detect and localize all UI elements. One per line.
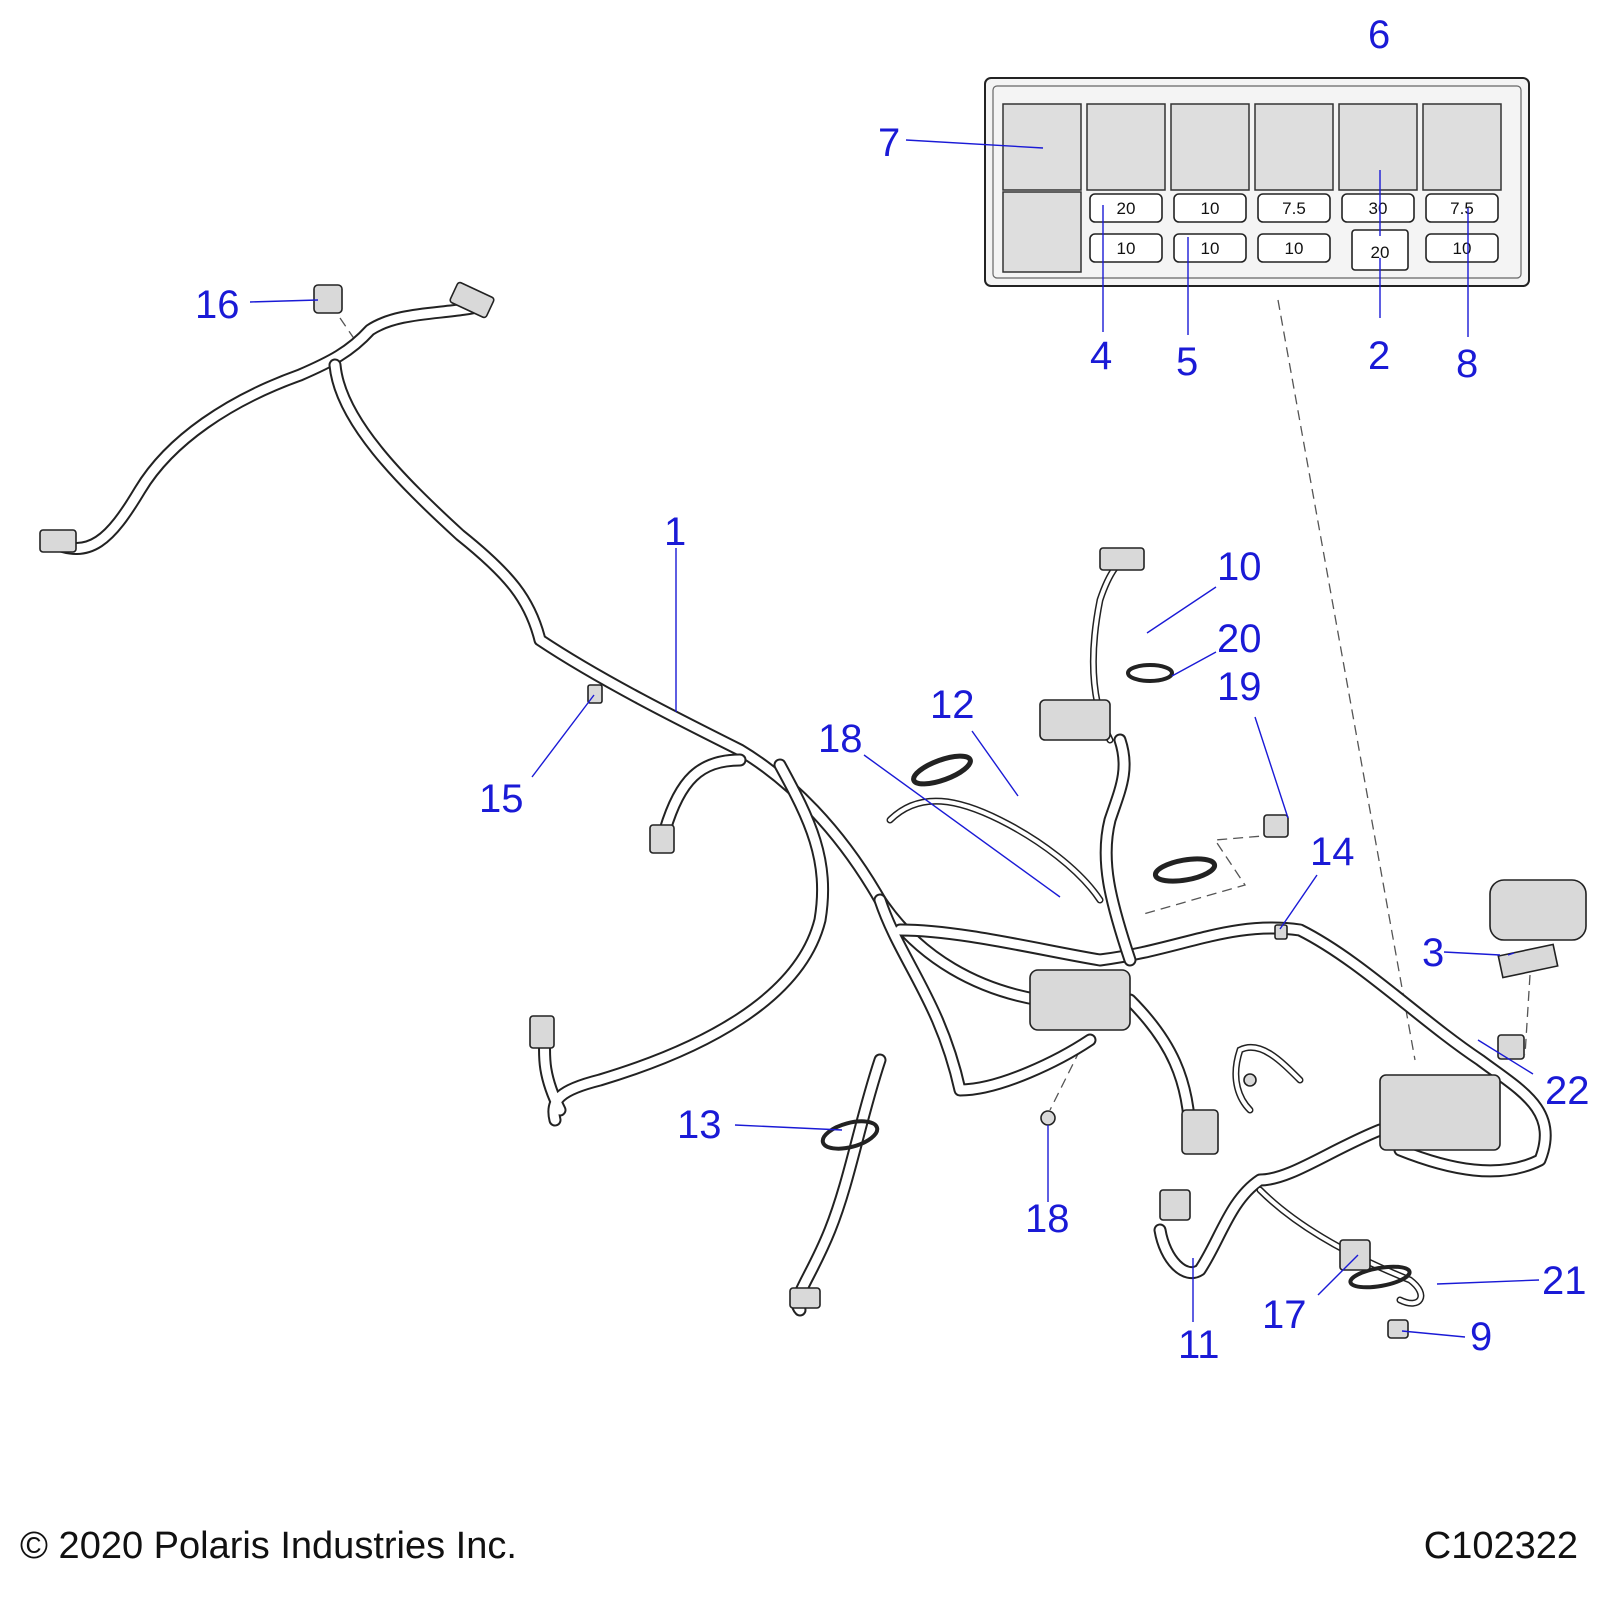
callout-18-lower: 18 (1025, 1197, 1070, 1241)
ground-terminal-18 (1040, 1110, 1056, 1126)
relay-slot-c (1254, 103, 1334, 191)
svg-text:10: 10 (1201, 199, 1220, 218)
callout-7: 7 (878, 121, 900, 165)
svg-text:10: 10 (1117, 239, 1136, 258)
fuse-top-4: 30 (1341, 193, 1415, 223)
callout-6: 6 (1368, 13, 1390, 57)
ground-terminal-right (1243, 1073, 1257, 1087)
svg-text:10: 10 (1285, 239, 1304, 258)
callout-12: 12 (930, 683, 975, 727)
relay-slot-b (1170, 103, 1250, 191)
fuse-bottom-5: 10 (1425, 233, 1499, 263)
fuse-box-projection-line (1277, 299, 1416, 1061)
callout-labels: 1 2 3 4 5 6 7 8 9 10 11 12 13 14 15 16 1… (195, 13, 1590, 1367)
callout-16: 16 (195, 283, 240, 327)
svg-text:20: 20 (1371, 243, 1390, 262)
callout-22: 22 (1545, 1069, 1590, 1113)
fuse-top-2: 10 (1173, 193, 1247, 223)
main-connector-block (1029, 969, 1131, 1031)
connector-19-projection-line (1139, 834, 1276, 916)
main-harness (43, 298, 1552, 1317)
relay-slot-e (1422, 103, 1502, 191)
copyright-text: © 2020 Polaris Industries Inc. (20, 1525, 517, 1567)
callout-9: 9 (1470, 1315, 1492, 1359)
ground-projection-line (1049, 1049, 1081, 1111)
connector-left-end (39, 529, 77, 553)
svg-text:10: 10 (1201, 239, 1220, 258)
fuse-bottom-4: 20 (1351, 229, 1409, 271)
connector-11 (1159, 1189, 1191, 1221)
svg-text:30: 30 (1369, 199, 1388, 218)
connector-cluster (1039, 699, 1111, 741)
connector-top (1099, 547, 1145, 571)
connector-bottom-left (789, 1287, 821, 1309)
callout-1: 1 (664, 510, 686, 554)
connector-22 (1497, 1034, 1525, 1060)
callout-13: 13 (677, 1103, 722, 1147)
callout-3: 3 (1422, 931, 1444, 975)
connector-lower-mid (1181, 1109, 1219, 1155)
callout-4: 4 (1090, 334, 1112, 378)
connector-16 (313, 284, 343, 314)
svg-text:7.5: 7.5 (1450, 199, 1474, 218)
fuse-bottom-2: 10 (1173, 233, 1247, 263)
fuse-bottom-1: 10 (1089, 233, 1163, 263)
fuse-cover-projection-line (1524, 974, 1531, 1056)
callout-18-upper: 18 (818, 717, 863, 761)
fuse-top-3: 7.5 (1257, 193, 1331, 223)
callout-11: 11 (1178, 1323, 1220, 1367)
relay-slot-a (1086, 103, 1166, 191)
fuse-top-1: 20 (1089, 193, 1163, 223)
callout-21: 21 (1542, 1259, 1587, 1303)
fuse-puller-card (1497, 943, 1559, 979)
connector-9 (1387, 1319, 1409, 1339)
callout-8: 8 (1456, 342, 1478, 386)
fuse-box-inset: 20 10 7.5 30 7.5 10 10 10 (984, 77, 1530, 287)
cable-ties (820, 663, 1412, 1290)
connector-lower-left (529, 1015, 555, 1049)
connector-17 (1339, 1239, 1371, 1271)
fuse-box-body (1379, 1074, 1501, 1151)
connector-19 (1263, 814, 1289, 838)
relay-slot-d (1338, 103, 1418, 191)
connector-upper-right (449, 281, 495, 319)
svg-text:10: 10 (1453, 239, 1472, 258)
clip-14 (1274, 924, 1288, 940)
connector-16-projection-line (339, 317, 356, 341)
svg-text:7.5: 7.5 (1282, 199, 1306, 218)
callout-5: 5 (1176, 340, 1198, 384)
callout-19: 19 (1217, 665, 1262, 709)
diagram-code: C102322 (1423, 1525, 1578, 1567)
callout-15: 15 (479, 777, 524, 821)
callout-14: 14 (1310, 830, 1355, 874)
fuse-bottom-3: 10 (1257, 233, 1331, 263)
fuse-top-5: 7.5 (1425, 193, 1499, 223)
thin-wires (886, 551, 1425, 1307)
fuse-box-cover (1489, 879, 1587, 941)
callout-2: 2 (1368, 334, 1390, 378)
callout-17: 17 (1262, 1293, 1307, 1337)
relay-slot-lower (1002, 191, 1082, 273)
connectors (39, 281, 1587, 1339)
callout-20: 20 (1217, 617, 1262, 661)
connector-left-loop (649, 824, 675, 854)
svg-text:20: 20 (1117, 199, 1136, 218)
leader-lines (249, 139, 1540, 1338)
callout-10: 10 (1217, 545, 1262, 589)
